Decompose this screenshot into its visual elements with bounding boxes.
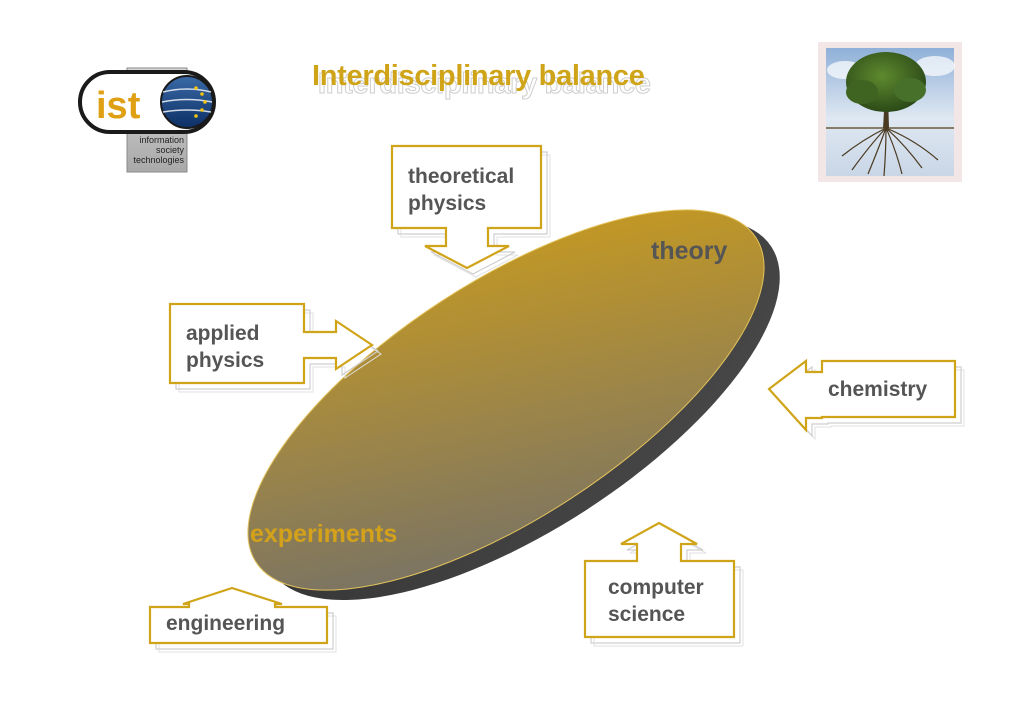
callout-arrow-up bbox=[583, 521, 736, 639]
page-title: Interdisciplinary balance bbox=[312, 60, 645, 92]
callout-chemistry bbox=[767, 358, 965, 441]
balance-plate bbox=[247, 209, 780, 601]
logo-text: ist bbox=[96, 85, 141, 127]
logo-caption-line-2: society bbox=[156, 145, 185, 155]
callout-arrow-up bbox=[148, 586, 329, 645]
callout-arrow-left bbox=[767, 358, 957, 433]
plate-label-experiments: experiments bbox=[250, 520, 397, 548]
plate-surface bbox=[247, 209, 765, 591]
ist-logo: ist information society technologies bbox=[78, 67, 216, 173]
label-chemistry: chemistry bbox=[828, 378, 928, 401]
callout-shadow bbox=[397, 151, 548, 275]
callout-engineering bbox=[148, 586, 337, 653]
label-engineering: engineering bbox=[166, 612, 286, 635]
callout-theoretical-physics bbox=[390, 144, 551, 278]
tree-with-roots-photo bbox=[818, 42, 962, 182]
label-computer-science: computer science bbox=[608, 576, 704, 626]
callout-arrow-right bbox=[168, 302, 374, 385]
callout-arrow-down bbox=[390, 144, 543, 270]
eu-stars-icon bbox=[194, 86, 207, 118]
callout-computer-science bbox=[583, 521, 744, 647]
logo-caption-line-3: technologies bbox=[133, 155, 184, 165]
globe-icon bbox=[160, 75, 214, 129]
label-theoretical-physics: theoretical physics bbox=[408, 165, 515, 215]
plate-label-theory: theory bbox=[651, 237, 728, 265]
logo-caption-line-1: information bbox=[139, 135, 184, 145]
label-applied-physics: applied physics bbox=[186, 322, 265, 372]
page-title-shadow: Interdisciplinary balance bbox=[318, 68, 652, 101]
callout-applied-physics bbox=[168, 302, 382, 393]
